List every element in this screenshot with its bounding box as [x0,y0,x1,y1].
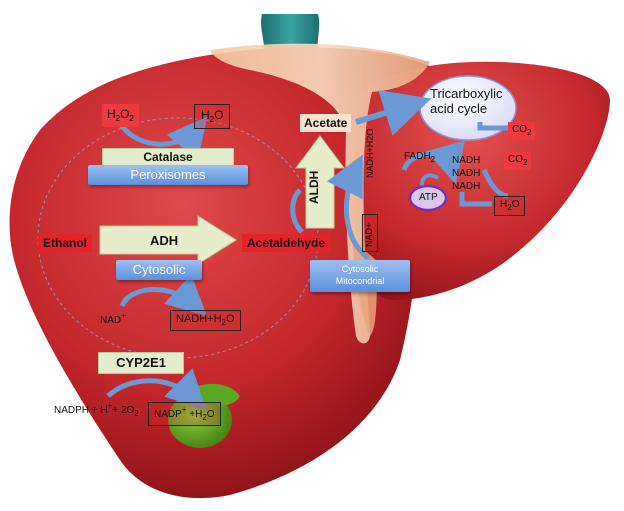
peroxisomes-bar: Peroxisomes [88,165,248,185]
cytosolic-mito-bar: Cytosolic Mitocondrial [310,260,410,292]
tca-co2-arrow [477,122,508,131]
label-nadph: NADPH + H++ 2O2 [54,401,139,418]
catalase-arrow [120,116,208,161]
nad-plus-vertical: NAD+ [364,222,374,247]
fadh2-label: FADH2 [404,151,436,164]
cyp2e1-arrow [106,368,207,411]
nadh-loop [481,168,509,199]
ethanol-box: Ethanol [38,234,92,252]
nad-arrow [119,274,208,317]
nadh-h2o-vertical: NADH+H2O [365,128,375,178]
tca-label: Tricarboxylic acid cycle [430,86,502,116]
h2o-box: H2O [494,196,526,216]
cytosolic-bar: Cytosolic [116,260,202,280]
nad-aldh-arrow [326,154,370,260]
acetaldehyde-to-aldh [290,188,304,234]
nadh-1: NADH [452,155,481,166]
label-nadh-h2o: NADH+H2O [170,310,241,331]
label-nad: NAD+ [100,311,126,326]
aldh-label: ALDH [307,170,321,204]
cytosolic-mito-line2: Mitocondrial [335,276,385,286]
adh-arrow [99,215,237,265]
atp-label: ATP [419,192,438,203]
cyp2e1-bar: CYP2E1 [98,352,184,374]
cytosolic-mito-line1: Cytosolic [341,264,379,274]
co2-box-1: CO2 [508,122,536,140]
nadh-3: NADH [452,181,481,192]
co2-box-2: CO2 [504,152,532,170]
atp-circle [408,184,448,212]
tca-line2: acid cycle [430,101,488,116]
adh-label: ADH [150,233,179,248]
nad-plus-vertical-box: NAD+ [362,214,378,252]
nadh-stack: NADH NADH NADH [452,154,480,193]
label-h2o2: H2O2 [102,104,139,127]
h2o-arrow [459,192,492,207]
acetaldehyde-box: Acetaldehyde [242,234,331,252]
label-h2o-top: H2O [194,104,231,129]
acetate-label: Acetate [300,114,352,132]
catalase-bar: Catalase [102,148,234,166]
tca-line1: Tricarboxylic [430,86,503,101]
nadh-2: NADH [452,168,481,179]
fadh-loop [401,140,465,185]
label-nadp: NADP+ +H2O [148,402,221,426]
falciform-ligament [210,43,430,344]
acetate-to-tca-arrow [355,89,432,136]
